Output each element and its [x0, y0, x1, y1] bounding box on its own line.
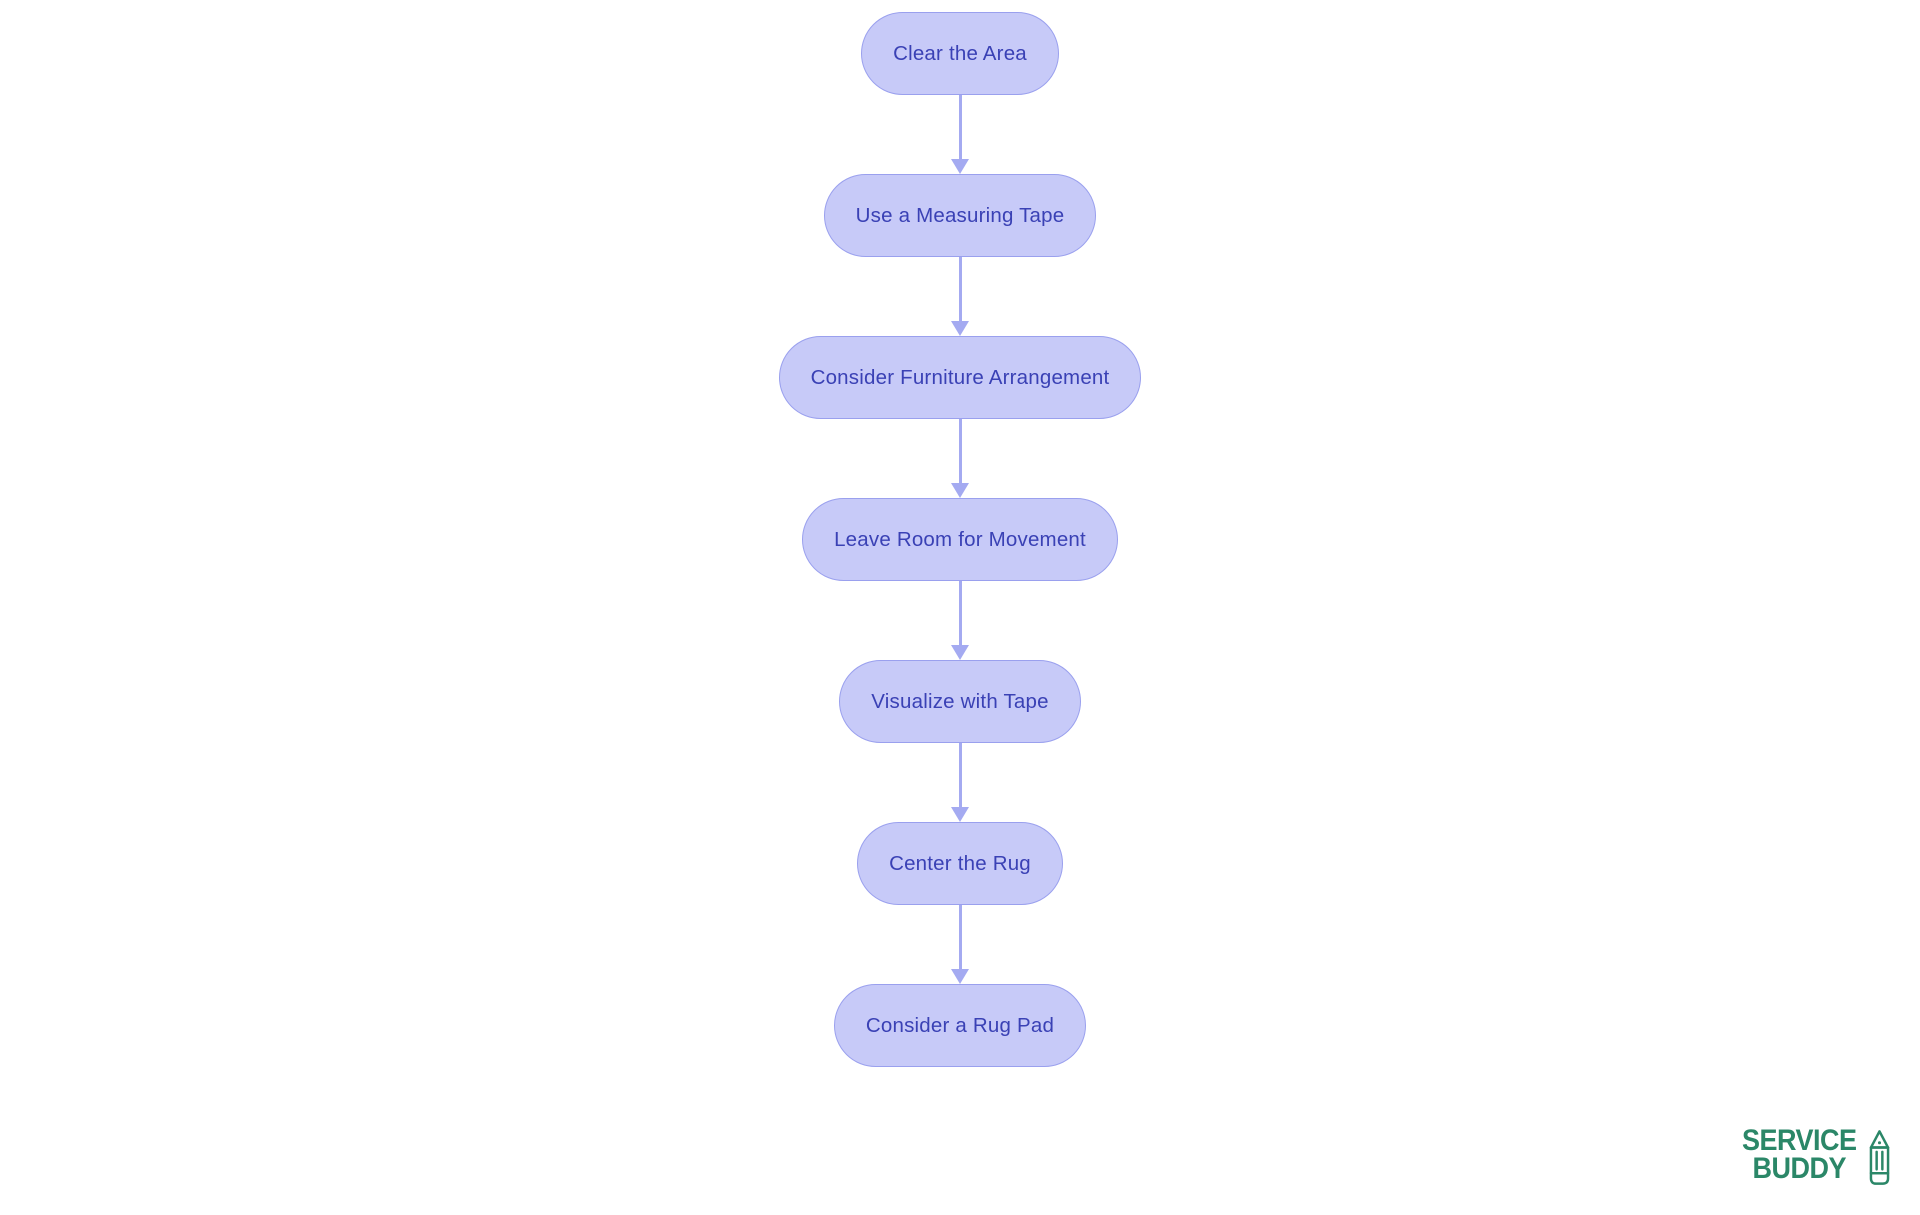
flow-node-consider-a-rug-pad: Consider a Rug Pad: [833, 984, 1087, 1067]
flow-arrow-3: [950, 419, 970, 498]
flowchart: Clear the Area Use a Measuring Tape Cons…: [0, 12, 1920, 1067]
flow-arrow-5: [950, 743, 970, 822]
flow-node-visualize-with-tape: Visualize with Tape: [839, 660, 1081, 743]
flow-arrow-6: [950, 905, 970, 984]
flow-node-consider-furniture-arrangement: Consider Furniture Arrangement: [778, 336, 1142, 419]
flow-node-label: Visualize with Tape: [871, 689, 1049, 713]
arrow-head-icon: [951, 807, 969, 822]
flow-node-label: Consider a Rug Pad: [865, 1013, 1055, 1037]
flow-node-label: Leave Room for Movement: [834, 527, 1086, 551]
arrow-head-icon: [951, 321, 969, 336]
flow-arrow-4: [950, 581, 970, 660]
logo-line2: BUDDY: [1752, 1152, 1847, 1185]
flow-node-clear-the-area: Clear the Area: [861, 12, 1059, 95]
flow-node-label: Clear the Area: [893, 41, 1027, 65]
logo-wordmark: SERVICE BUDDY: [1742, 1123, 1857, 1185]
pencil-icon: [1869, 1130, 1889, 1185]
flow-node-center-the-rug: Center the Rug: [857, 822, 1063, 905]
arrow-head-icon: [951, 645, 969, 660]
arrow-head-icon: [951, 159, 969, 174]
arrow-line: [958, 257, 962, 322]
flow-arrow-1: [950, 95, 970, 174]
flow-arrow-2: [950, 257, 970, 336]
arrow-head-icon: [951, 969, 969, 984]
arrow-line: [958, 743, 962, 808]
service-buddy-logo: SERVICE BUDDY: [1742, 1123, 1893, 1186]
arrow-line: [958, 905, 962, 970]
flow-node-label: Consider Furniture Arrangement: [810, 365, 1110, 389]
flow-node-label: Center the Rug: [889, 851, 1031, 875]
flow-node-use-a-measuring-tape: Use a Measuring Tape: [823, 174, 1097, 257]
arrow-line: [958, 419, 962, 484]
flow-node-leave-room-for-movement: Leave Room for Movement: [802, 498, 1118, 581]
logo-line1: SERVICE: [1742, 1123, 1857, 1157]
arrow-head-icon: [951, 483, 969, 498]
arrow-line: [958, 581, 962, 646]
flow-node-label: Use a Measuring Tape: [855, 203, 1065, 227]
arrow-line: [958, 95, 962, 160]
